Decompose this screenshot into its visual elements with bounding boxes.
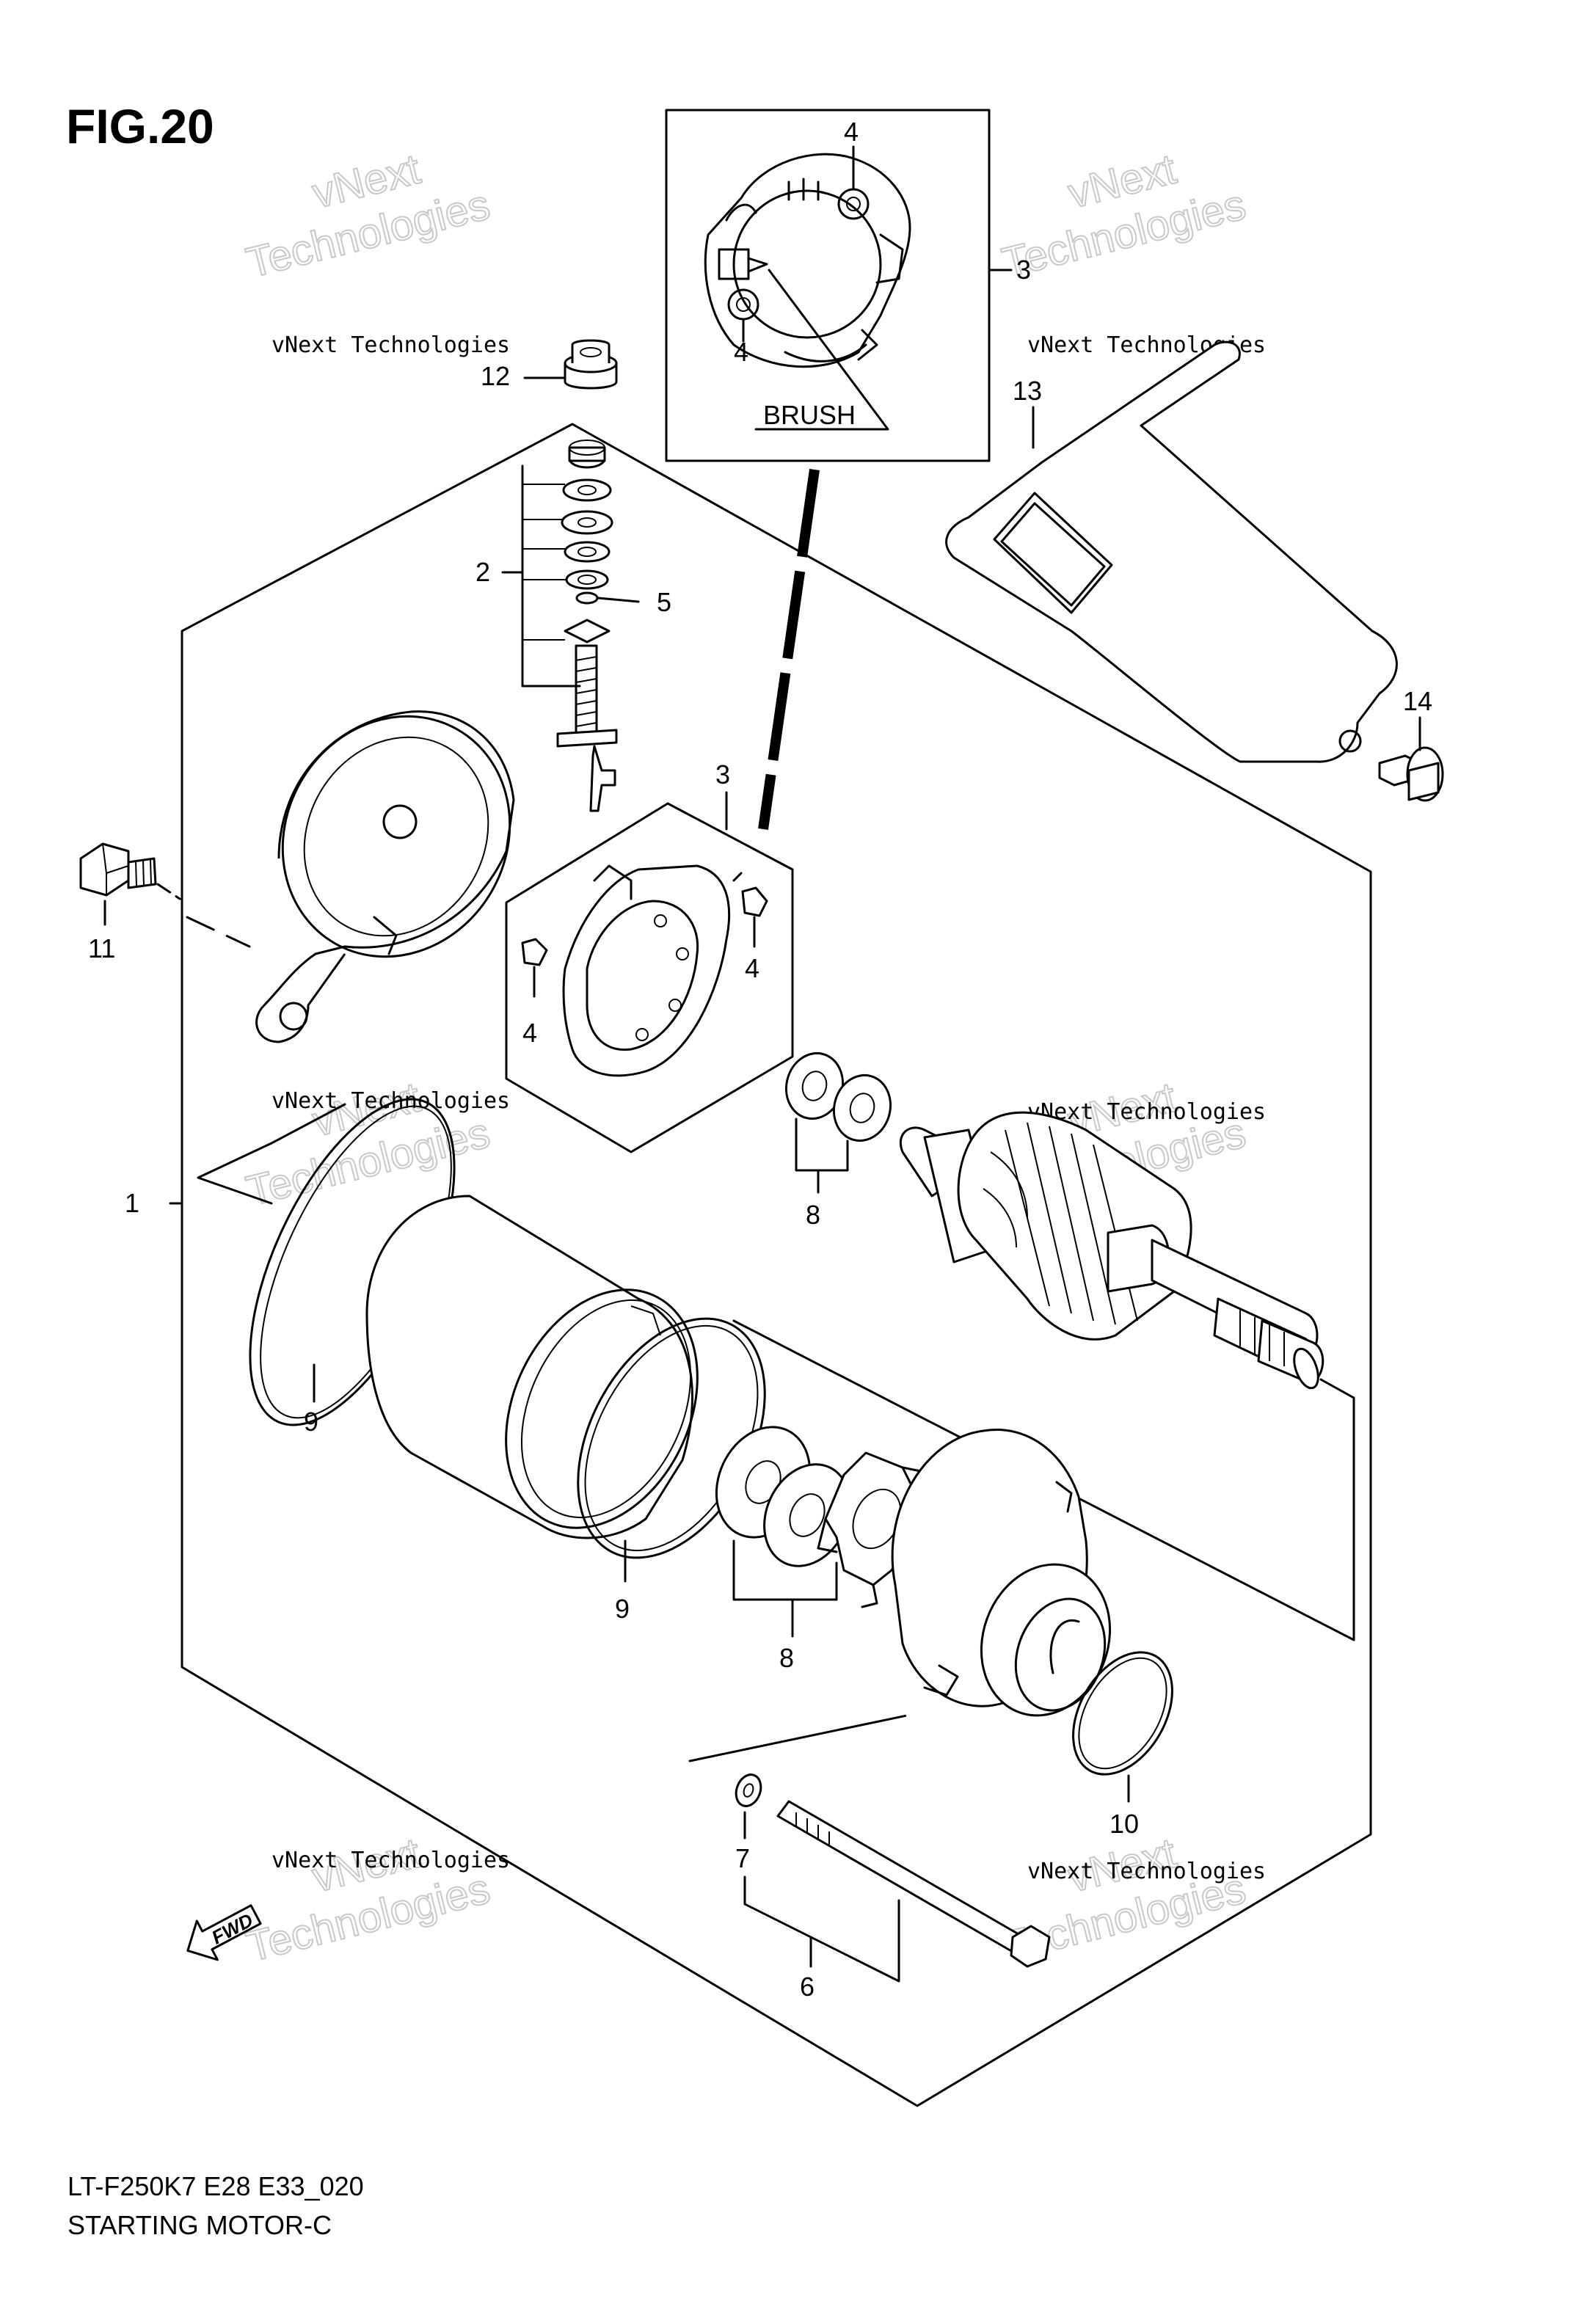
figure-caption: STARTING MOTOR-C [68, 2210, 332, 2240]
leader-5 [597, 597, 640, 603]
watermark: vNext Technologies [241, 145, 495, 288]
o-ring-10 [1072, 1651, 1173, 1776]
bracket-8 [732, 1539, 838, 1601]
nut-12 [564, 339, 618, 390]
brush-plate [521, 864, 768, 1077]
brush-pointer [754, 269, 889, 431]
callout-4: 4 [522, 1018, 537, 1048]
callout-11: 11 [88, 933, 115, 963]
bracket-8 [795, 1118, 849, 1172]
callout-1: 1 [125, 1188, 139, 1218]
callout-12: 12 [481, 361, 510, 391]
bracket-6 [743, 1875, 900, 1983]
front-housing [891, 1429, 1112, 1717]
rear-housing [186, 710, 515, 1043]
callout-4: 4 [844, 117, 859, 147]
callout-7: 7 [735, 1843, 750, 1873]
terminal-stack [556, 440, 618, 812]
callout-5: 5 [657, 587, 671, 617]
bolt-14 [1378, 746, 1444, 802]
watermark-text: vNext Technologies [272, 332, 510, 358]
callout-13: 13 [1013, 376, 1042, 406]
bolt-11 [79, 842, 157, 897]
armature-guide [1319, 1378, 1355, 1641]
o-ring-9-guide [197, 1103, 346, 1205]
washers-8-upper [784, 1051, 892, 1142]
callout-4: 4 [734, 337, 748, 367]
callout-4: 4 [745, 953, 759, 983]
callout-10: 10 [1109, 1809, 1139, 1839]
figure-title: FIG.20 [66, 99, 214, 153]
washer-7 [735, 1773, 762, 1807]
brush-plate-frame [505, 802, 794, 1153]
through-bolt-6 [776, 1800, 1051, 1968]
watermark: vNext Technologies [241, 1829, 495, 1972]
brush-holder-inset [704, 153, 911, 368]
model-code: LT-F250K7 E28 E33_020 [68, 2171, 364, 2201]
brush-inset-box [665, 109, 991, 462]
callout-2: 2 [475, 557, 490, 587]
yoke [365, 1195, 699, 1539]
callout-9: 9 [304, 1407, 318, 1437]
brush-label: BRUSH [763, 400, 856, 430]
cover-plate-13 [945, 340, 1398, 763]
watermark-text: vNext Technologies [272, 1848, 510, 1873]
callout-6: 6 [800, 1972, 815, 2002]
watermark-text: vNext Technologies [1027, 1859, 1266, 1884]
inset-connector [758, 469, 820, 830]
callout-9: 9 [615, 1594, 630, 1624]
washer-7-hole [743, 1783, 754, 1798]
bracket-2-ticks [522, 484, 566, 641]
watermark-text: vNext Technologies [272, 1088, 510, 1114]
callout-8: 8 [806, 1200, 820, 1230]
callout-3: 3 [1016, 255, 1031, 285]
o-ring-10-inner [1078, 1657, 1167, 1770]
front-housing-guide [688, 1712, 919, 1762]
bolt-11-axis [156, 883, 181, 900]
armature [899, 1111, 1324, 1390]
callout-3: 3 [715, 759, 730, 790]
watermark: vNext Technologies [241, 1073, 495, 1216]
callout-14: 14 [1403, 686, 1432, 716]
assembly-frame [181, 423, 1372, 2107]
callout-8: 8 [779, 1643, 794, 1673]
bracket-2 [521, 464, 581, 688]
